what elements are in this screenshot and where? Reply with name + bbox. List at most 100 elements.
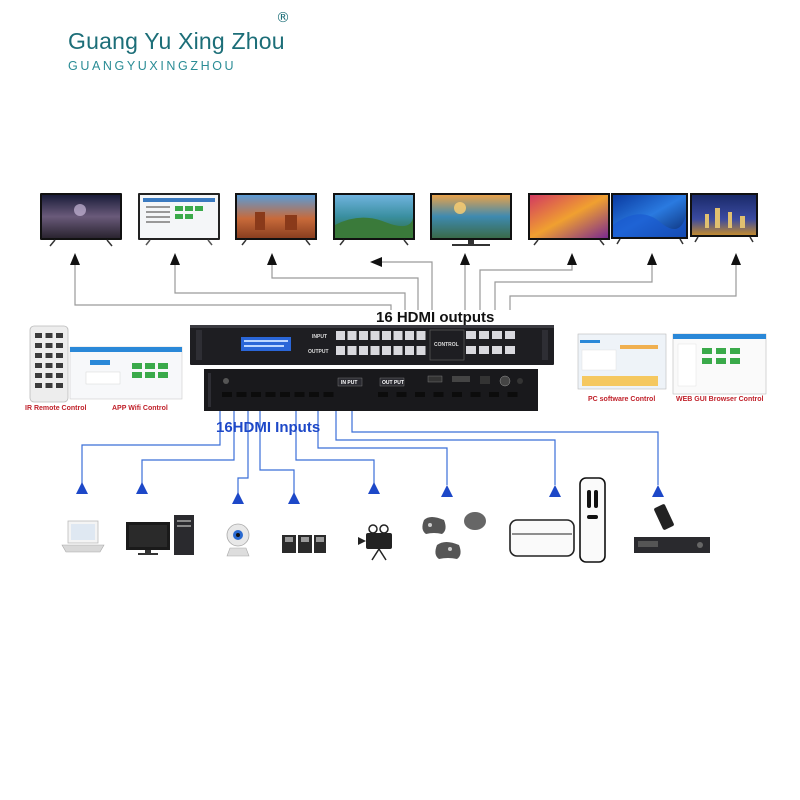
control-button bbox=[505, 346, 515, 354]
tv-display bbox=[430, 193, 512, 246]
control-button bbox=[492, 331, 502, 339]
hdmi-port bbox=[489, 392, 499, 397]
inputs-label: 16HDMI Inputs bbox=[216, 419, 321, 436]
remote-key bbox=[35, 373, 42, 378]
panel-button bbox=[382, 331, 391, 340]
hdmi-port bbox=[251, 392, 261, 397]
matrix-front-panel bbox=[190, 325, 554, 365]
control-button bbox=[479, 346, 489, 354]
panel-button bbox=[393, 346, 403, 355]
floppy-disks-icon bbox=[282, 535, 326, 553]
input-buttons bbox=[336, 331, 426, 340]
hdmi-port bbox=[222, 392, 232, 397]
panel-button bbox=[370, 331, 380, 340]
tv-display bbox=[528, 193, 610, 246]
remote-key bbox=[45, 373, 53, 378]
input-arrows bbox=[76, 482, 664, 504]
panel-button bbox=[405, 331, 414, 340]
panel-button bbox=[393, 331, 403, 340]
ir-remote-icon bbox=[29, 325, 69, 403]
outputs-label: 16 HDMI outputs bbox=[376, 309, 495, 326]
remote-key bbox=[56, 383, 63, 388]
app-wifi-screenshot bbox=[69, 346, 183, 400]
video-camera-icon bbox=[358, 524, 392, 561]
panel-button bbox=[347, 331, 357, 340]
remote-key bbox=[45, 343, 53, 348]
remote-key bbox=[35, 333, 42, 338]
control-button bbox=[466, 346, 476, 354]
output-connections bbox=[74, 261, 737, 310]
panel-button bbox=[336, 346, 345, 355]
output-arrows bbox=[70, 253, 741, 267]
hdmi-port bbox=[396, 392, 407, 397]
remote-key bbox=[35, 353, 42, 358]
panel-button bbox=[336, 331, 345, 340]
panel-button bbox=[359, 331, 368, 340]
remote-key bbox=[35, 363, 42, 368]
remote-key bbox=[56, 343, 63, 348]
remote-key bbox=[56, 363, 63, 368]
hdmi-port bbox=[236, 392, 247, 397]
control-buttons bbox=[466, 331, 515, 354]
remote-key bbox=[56, 353, 63, 358]
hdmi-port bbox=[265, 392, 276, 397]
remote-key bbox=[56, 373, 63, 378]
tv-display bbox=[235, 193, 317, 246]
web-gui-screenshot bbox=[672, 333, 767, 395]
input-connections bbox=[81, 411, 659, 495]
control-button bbox=[466, 331, 476, 339]
hdmi-port bbox=[507, 392, 518, 397]
panel-button bbox=[382, 346, 391, 355]
monitor-display bbox=[138, 193, 220, 246]
registered-mark: ® bbox=[276, 10, 290, 26]
desktop-pc-icon bbox=[126, 515, 194, 555]
hdmi-port bbox=[280, 392, 290, 397]
remote-key bbox=[35, 383, 42, 388]
hdmi-port bbox=[323, 392, 334, 397]
game-controllers-icon bbox=[422, 512, 486, 559]
hdmi-port bbox=[309, 392, 319, 397]
hdmi-port bbox=[470, 392, 481, 397]
remote-key bbox=[35, 343, 42, 348]
control-button bbox=[479, 331, 489, 339]
brand-subtitle: GUANGYUXINGZHOU bbox=[68, 59, 237, 73]
output-buttons bbox=[336, 346, 426, 355]
media-box-icon bbox=[509, 519, 575, 557]
set-top-box-icon bbox=[634, 504, 710, 553]
brand-name: Guang Yu Xing Zhou bbox=[68, 28, 285, 54]
output-displays bbox=[40, 193, 758, 247]
panel-button bbox=[347, 346, 357, 355]
remote-icon bbox=[579, 477, 606, 563]
remote-key bbox=[45, 363, 53, 368]
brand-logo: Guang Yu Xing Zhou GUANGYUXINGZHOU bbox=[68, 28, 285, 73]
pc-software-caption: PC software Control bbox=[588, 396, 656, 403]
back-input-label: IN PUT bbox=[341, 380, 358, 386]
hdmi-port bbox=[378, 392, 388, 397]
tv-display bbox=[611, 193, 688, 245]
web-gui-caption: WEB GUI Browser Control bbox=[676, 396, 764, 403]
panel-button bbox=[416, 346, 426, 355]
hdmi-port bbox=[433, 392, 444, 397]
back-output-label: OUT PUT bbox=[382, 380, 404, 386]
remote-key bbox=[56, 333, 63, 338]
app-wifi-caption: APP Wifi Control bbox=[112, 405, 168, 412]
laptop-icon bbox=[61, 520, 105, 553]
hdmi-ports bbox=[222, 392, 518, 397]
panel-button bbox=[405, 346, 414, 355]
ir-remote-caption: IR Remote Control bbox=[25, 405, 87, 412]
hdmi-port bbox=[452, 392, 462, 397]
tv-display bbox=[333, 193, 415, 246]
panel-button bbox=[416, 331, 426, 340]
control-button bbox=[505, 331, 515, 339]
remote-key bbox=[45, 383, 53, 388]
panel-button bbox=[359, 346, 368, 355]
control-button bbox=[492, 346, 502, 354]
tv-display bbox=[40, 193, 122, 247]
hdmi-port bbox=[294, 392, 305, 397]
panel-input-label: INPUT bbox=[312, 334, 327, 340]
matrix-back-panel bbox=[204, 369, 538, 411]
remote-key bbox=[45, 353, 53, 358]
webcam-icon bbox=[226, 523, 250, 557]
panel-control-label: CONTROL bbox=[434, 342, 459, 348]
